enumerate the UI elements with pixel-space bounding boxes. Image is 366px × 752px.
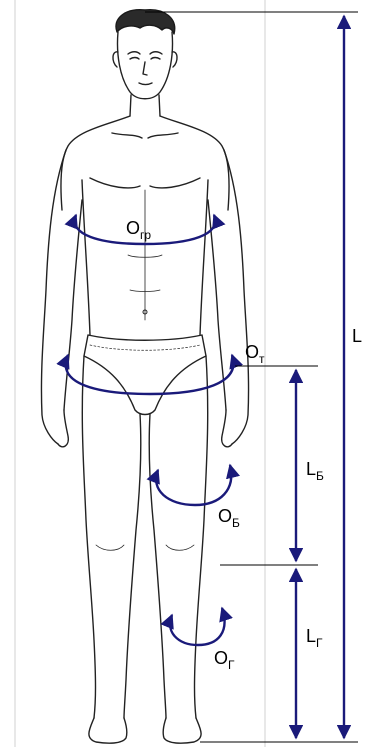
label-shin-length: LГ (306, 626, 323, 650)
label-height: L (352, 326, 362, 346)
label-shin-girth: OГ (214, 648, 235, 672)
human-figure (41, 10, 248, 743)
label-chest-girth: Oгр (126, 218, 151, 242)
label-thigh-length: LБ (306, 459, 324, 483)
label-thigh-girth: OБ (218, 506, 240, 530)
thigh-girth-loop (156, 465, 231, 505)
